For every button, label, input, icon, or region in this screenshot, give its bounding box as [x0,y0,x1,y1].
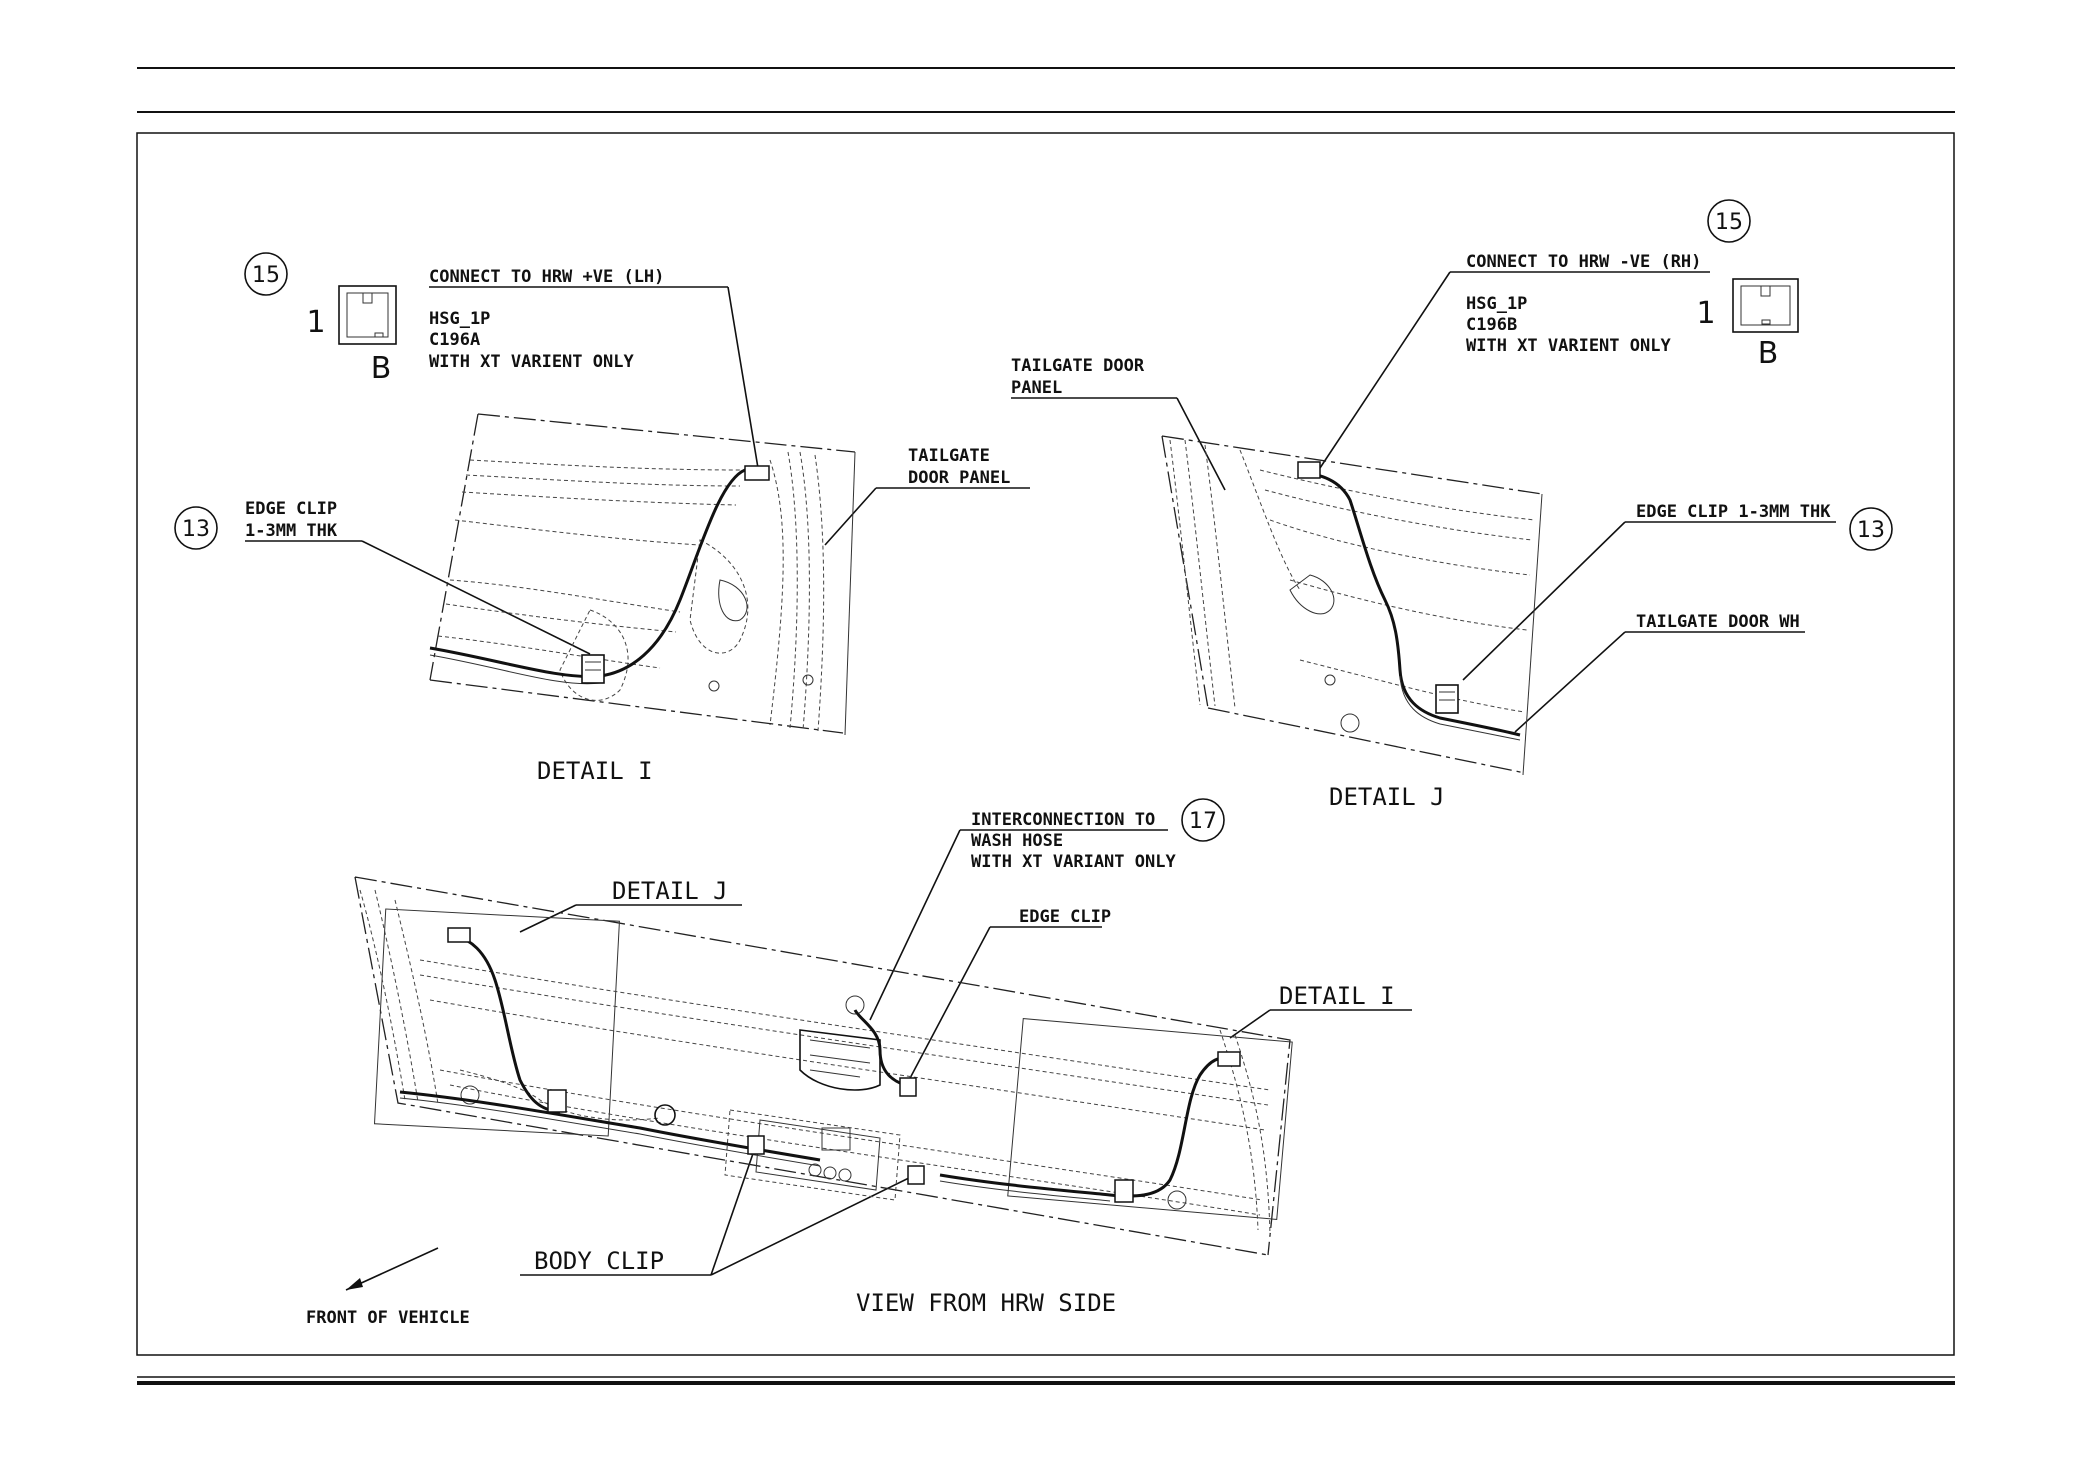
connector-symbol-c196a: 15 1 B [244,252,397,386]
tailgate-wh-label: TAILGATE DOOR WH [1636,612,1800,632]
connector-housing: HSG_1P [429,309,490,329]
variant-note: WITH XT VARIENT ONLY [429,352,634,372]
edge-clip-label: EDGE CLIP [245,499,337,519]
detail-j-reference: DETAIL J [612,877,728,905]
connector-id-rh: C196B [1466,315,1517,335]
edge-clip-main-label: EDGE CLIP [1019,907,1111,927]
main-view-title: VIEW FROM HRW SIDE [856,1289,1116,1317]
detail-i-title: DETAIL I [537,757,653,785]
callout-bubble-15-rh: 15 [1715,210,1743,235]
callout-bubble-13-rh: 13 [1857,518,1885,543]
detail-j-title: DETAIL J [1329,783,1445,811]
main-tailgate-drawing [354,876,1293,1256]
tailgate-door-label: TAILGATE DOOR [1011,356,1145,376]
wash-hose-variant: WITH XT VARIANT ONLY [971,852,1176,872]
pin-letter: B [371,351,392,386]
variant-note-rh: WITH XT VARIENT ONLY [1466,336,1671,356]
door-panel-label: DOOR PANEL [908,468,1010,488]
connector-title-rh: CONNECT TO HRW -VE (RH) [1466,252,1701,272]
callout-bubble-13: 13 [182,517,210,542]
detail-i-group: 15 1 B CONNECT TO HRW +VE (LH) HSG_1P C1… [174,252,1030,785]
front-of-vehicle-label: FRONT OF VEHICLE [306,1308,470,1328]
connector-housing-rh: HSG_1P [1466,294,1527,314]
detail-i-reference: DETAIL I [1279,982,1395,1010]
pin-letter-rh: B [1758,336,1779,371]
wash-hose-label-2: WASH HOSE [971,831,1063,851]
callout-bubble-17: 17 [1189,809,1217,834]
connector-title-lh: CONNECT TO HRW +VE (LH) [429,267,664,287]
connector-id: C196A [429,330,480,350]
edge-clip-label-rh: EDGE CLIP 1-3MM THK [1636,502,1831,522]
panel-label: PANEL [1011,378,1062,398]
pin-number: 1 [306,305,325,340]
front-arrow [345,1247,439,1291]
main-view-group: 17 INTERCONNECTION TO WASH HOSE WITH XT … [306,798,1412,1328]
edge-clip-thk: 1-3MM THK [245,521,338,541]
page-frame [136,67,1955,1385]
detail-i-panel-drawing [429,413,856,736]
body-clip-label: BODY CLIP [534,1247,664,1275]
wash-hose-label: INTERCONNECTION TO [971,810,1155,830]
detail-j-panel-drawing [1161,435,1543,776]
pin-number-rh: 1 [1696,296,1715,331]
detail-j-group: 15 1 B CONNECT TO HRW -VE (RH) HSG_1P C1… [1011,199,1893,811]
tailgate-label: TAILGATE [908,446,990,466]
callout-bubble-15: 15 [252,263,280,288]
connector-symbol-c196b: 1 B [1696,278,1799,371]
